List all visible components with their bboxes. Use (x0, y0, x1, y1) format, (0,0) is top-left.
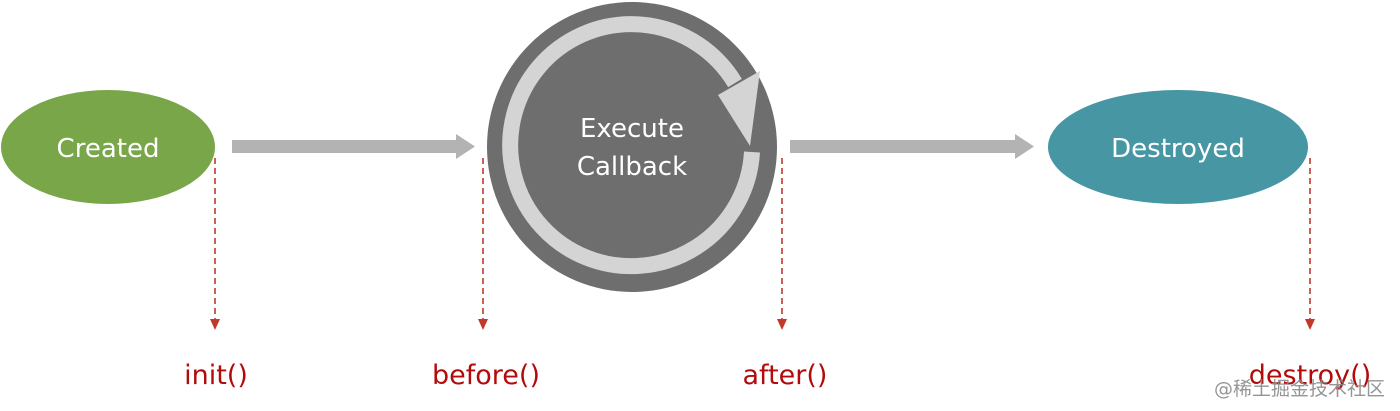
destroyed-ellipse (1048, 90, 1308, 204)
execute-outer-circle (487, 2, 777, 292)
hook-after-connector (777, 158, 787, 330)
created-node: Created (1, 90, 215, 204)
hook-destroy-label: destroy() (1249, 360, 1371, 391)
destroyed-label: Destroyed (1111, 134, 1245, 164)
cycle-arrow-head-icon (718, 71, 760, 146)
arrow-execute-to-destroyed (790, 134, 1034, 159)
hook-before-connector (478, 158, 488, 330)
arrow-created-to-execute (232, 134, 475, 159)
execute-label-line2: Callback (577, 152, 687, 182)
hook-init-connector (210, 158, 220, 330)
hook-init-label: init() (184, 360, 248, 391)
hook-before-label: before() (432, 360, 540, 391)
cycle-ring-arc (502, 16, 760, 275)
hook-after-label: after() (743, 360, 828, 391)
execute-callback-node: Execute Callback (487, 2, 777, 292)
created-ellipse (1, 90, 215, 204)
destroyed-node: Destroyed (1048, 90, 1308, 204)
hook-destroy-connector (1305, 158, 1315, 330)
execute-label-line1: Execute (580, 114, 684, 144)
watermark-text: @稀土掘金技术社区 (1214, 378, 1385, 400)
created-label: Created (57, 134, 160, 164)
